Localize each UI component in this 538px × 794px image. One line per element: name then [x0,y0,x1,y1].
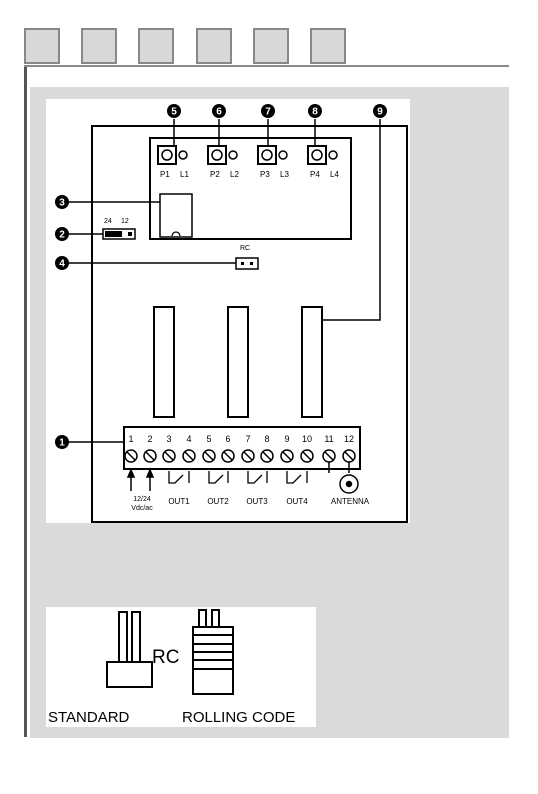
svg-text:6: 6 [216,107,222,118]
svg-text:1: 1 [59,438,65,449]
callout-6: 6 [212,104,226,118]
rc-connector-svg: RC STANDARD ROLLING CODE [46,607,316,727]
rc-jumper [236,258,258,269]
button-p4 [308,146,337,164]
svg-text:11: 11 [324,434,333,444]
power-label-top: 12/24 [133,496,151,503]
toolbar-button-6[interactable] [310,28,346,64]
button-p3 [258,146,287,164]
receiver-module [160,194,192,237]
toolbar-button-1[interactable] [24,28,60,64]
callout-5: 5 [167,104,181,118]
wiring-diagram-svg: P1 L1 P2 L2 P3 L3 P4 L4 5 6 7 8 9 3 2 4 … [46,99,410,523]
svg-text:6: 6 [225,434,230,444]
led-l3 [279,151,287,159]
rc-label-board: RC [240,245,250,252]
svg-text:5: 5 [171,107,177,118]
svg-text:8: 8 [312,107,318,118]
top-rule [24,65,509,67]
output-label-3: OUT3 [246,497,268,506]
led-l2 [229,151,237,159]
toolbar-button-4[interactable] [196,28,232,64]
svg-text:9: 9 [284,434,289,444]
jumper-label-12: 12 [121,218,129,225]
callout-4: 4 [55,256,69,270]
relay-1 [154,307,174,417]
svg-text:7: 7 [265,107,271,118]
svg-text:3: 3 [166,434,171,444]
svg-text:10: 10 [302,434,312,444]
rc-label: RC [152,647,179,668]
callout-8: 8 [308,104,322,118]
toolbar-button-5[interactable] [253,28,289,64]
label-l3: L3 [280,170,289,179]
svg-text:5: 5 [206,434,211,444]
svg-text:2: 2 [59,230,65,241]
label-p1: P1 [160,170,170,179]
svg-text:7: 7 [245,434,250,444]
output-label-1: OUT1 [168,497,190,506]
svg-text:4: 4 [59,259,65,270]
label-p3: P3 [260,170,270,179]
button-p2 [208,146,237,164]
relay-3 [302,307,322,417]
led-l4 [329,151,337,159]
label-p2: P2 [210,170,220,179]
relay-2 [228,307,248,417]
callout-7: 7 [261,104,275,118]
output-label-4: OUT4 [286,497,308,506]
svg-text:1: 1 [128,434,133,444]
label-l2: L2 [230,170,239,179]
callout-1: 1 [55,435,69,449]
led-l1 [179,151,187,159]
svg-text:9: 9 [377,107,383,118]
label-l1: L1 [180,170,189,179]
output-label-2: OUT2 [207,497,229,506]
wiring-diagram: P1 L1 P2 L2 P3 L3 P4 L4 5 6 7 8 9 3 2 4 … [46,99,410,523]
standard-label: STANDARD [48,709,130,726]
output-contacts [169,471,307,483]
standard-connector-icon [107,612,152,687]
toolbar-button-2[interactable] [81,28,117,64]
label-l4: L4 [330,170,339,179]
rolling-code-label: ROLLING CODE [182,709,295,726]
button-p1 [158,146,187,164]
svg-text:3: 3 [59,198,65,209]
svg-text:12: 12 [344,434,354,444]
voltage-jumper [103,229,135,239]
rc-connector-illustration: RC STANDARD ROLLING CODE [46,607,316,727]
antenna-label: ANTENNA [331,497,370,506]
callout-9: 9 [373,104,387,118]
callout-2: 2 [55,227,69,241]
toolbar-button-3[interactable] [138,28,174,64]
rolling-code-connector-icon [193,610,233,694]
svg-text:4: 4 [186,434,191,444]
svg-text:8: 8 [264,434,269,444]
power-input [128,470,153,491]
power-label-bottom: Vdc/ac [131,505,153,512]
jumper-label-24: 24 [104,218,112,225]
left-rule [24,65,27,737]
svg-text:2: 2 [147,434,152,444]
callout-3: 3 [55,195,69,209]
label-p4: P4 [310,170,320,179]
